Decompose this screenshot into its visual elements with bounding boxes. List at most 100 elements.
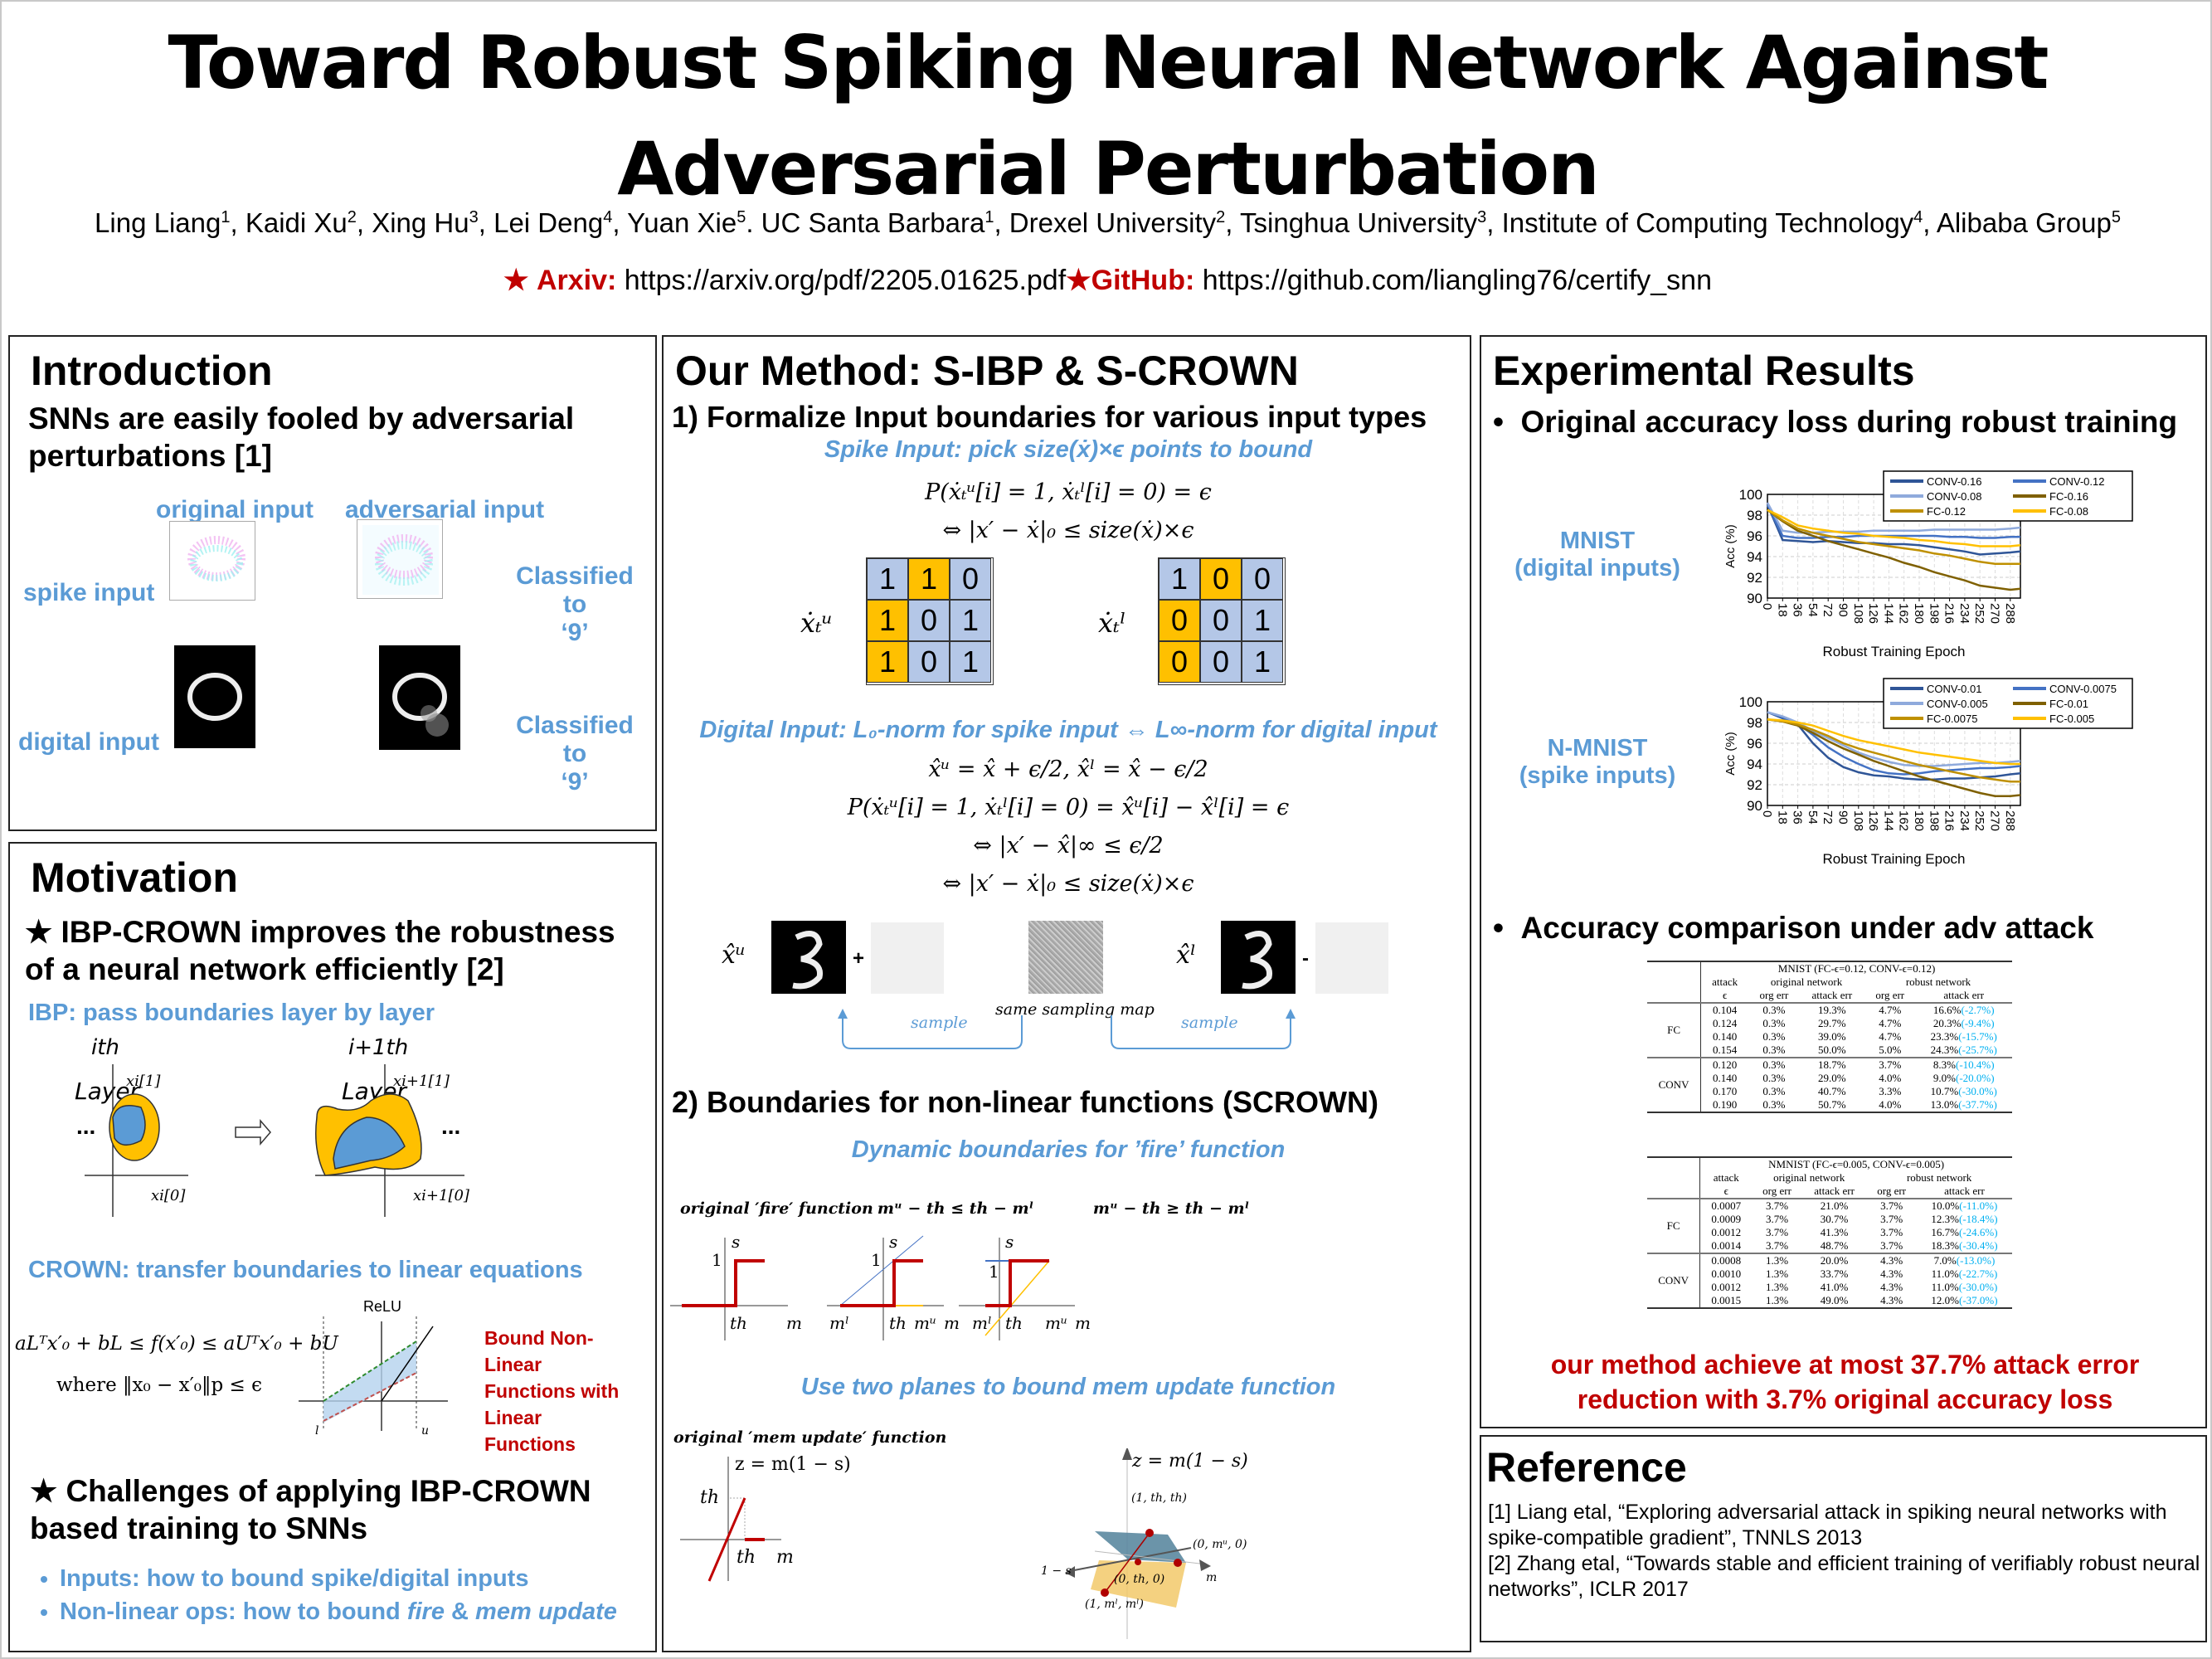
author-sup: 1 — [221, 208, 231, 226]
table-cell: 0.170 — [1713, 1085, 1738, 1097]
legend-label: CONV-0.12 — [2049, 475, 2104, 488]
links-line: ★ Arxiv: https://arxiv.org/pdf/2205.0162… — [2, 264, 2212, 297]
classified-text: Classified to — [516, 562, 634, 618]
title-line-1: Toward Robust Spiking Neural Network Aga… — [168, 20, 2049, 105]
x-axis-label: Robust Training Epoch — [1823, 644, 1966, 659]
table-cell: 16.6%(-2.7%) — [1915, 1002, 2012, 1017]
results-bullet-1-text: Original accuracy loss during robust tra… — [1520, 405, 2178, 439]
challenge-item: Inputs: how to bound spike/digital input… — [60, 1562, 617, 1595]
table-cell: 0.0007 — [1699, 1198, 1753, 1213]
reduction-value: (-37.0%) — [1959, 1294, 1998, 1306]
same-map-label: same sampling map — [995, 1000, 1155, 1019]
motivation-point-1: ★ IBP-CROWN improves the robustness of a… — [25, 915, 615, 986]
svg-text:th: th — [737, 1547, 756, 1568]
challenge-fire: fire — [406, 1598, 445, 1625]
y-tick-label: 98 — [1747, 508, 1762, 523]
table-cell: 11.0%(-22.7%) — [1931, 1267, 1998, 1280]
reduction-value: (-9.4%) — [1961, 1017, 1995, 1029]
affiliation-name: Tsinghua University — [1240, 207, 1478, 238]
table-cell: 0.3% — [1762, 1098, 1786, 1111]
reference-panel: Reference [1] Liang etal, “Exploring adv… — [1480, 1435, 2207, 1642]
grid-cell: 1 — [867, 558, 908, 600]
table-cell: 12.3%(-18.4%) — [1931, 1213, 1998, 1225]
conclusion-line-2: reduction with 3.7% original accuracy lo… — [1577, 1384, 2113, 1414]
svg-text:(0, mᵘ, 0): (0, mᵘ, 0) — [1193, 1538, 1247, 1551]
table-cell: ϵ — [1722, 989, 1728, 1001]
legend-label: FC-0.12 — [1927, 505, 1966, 518]
reference-heading: Reference — [1486, 1444, 1687, 1491]
fire-title-1: original ′fire′ function — [680, 1199, 873, 1218]
y-tick-label: 90 — [1747, 591, 1762, 606]
table-cell: 4.3% — [1880, 1267, 1903, 1280]
challenge-text: Inputs: how to bound spike/digital input… — [60, 1565, 529, 1592]
results-panel: Experimental Results • Original accuracy… — [1480, 335, 2207, 1428]
table-cell: 3.7% — [1880, 1239, 1903, 1252]
grid-cell: 0 — [1242, 558, 1283, 600]
ibp-label: IBP: pass boundaries layer by layer — [28, 1000, 435, 1026]
table-header: original network — [1773, 1171, 1845, 1184]
x-tick-label: 108 — [1851, 810, 1865, 831]
grid-cell: 1 — [867, 600, 908, 641]
layer-i-label: ith — [91, 1035, 119, 1060]
minus-sign: - — [1302, 947, 1309, 970]
challenge-item: Non-linear ops: how to bound fire & mem … — [60, 1595, 617, 1628]
mem-plot-planes: z = m(1 − s) (1, th, th) (0, mᵘ, 0) (0, … — [1041, 1448, 1248, 1639]
table-cell: org err — [1759, 989, 1789, 1001]
y-tick-label: 94 — [1747, 549, 1762, 565]
spike-eq-1: P(ẋₜᵘ[i] = 1, ẋₜˡ[i] = 0) = ϵ — [925, 479, 1212, 505]
x-tick-label: 0 — [1760, 810, 1774, 817]
sample-label-left: sample — [911, 1014, 968, 1032]
svg-text:th: th — [730, 1313, 747, 1333]
table-cell: 41.3% — [1820, 1226, 1849, 1238]
ellipsis: ... — [441, 1113, 460, 1139]
table-cell: 4.7% — [1879, 1030, 1902, 1043]
x-tick-label: 216 — [1942, 810, 1957, 831]
table-cell: org err — [1875, 989, 1905, 1001]
table-cell: 0.0015 — [1711, 1294, 1742, 1306]
spike-original-scatter — [187, 536, 246, 581]
table-cell: 4.7% — [1879, 1017, 1902, 1029]
table-cell: attack err — [1814, 1185, 1855, 1197]
x-tick-label: 216 — [1942, 603, 1957, 624]
affiliation-sup: 3 — [1477, 208, 1487, 226]
legend-label: CONV-0.01 — [1927, 683, 1981, 695]
sample-label-right: sample — [1181, 1014, 1238, 1032]
table-cell: org err — [1877, 1185, 1907, 1197]
digit-3-lower — [1221, 921, 1296, 994]
mem-subheading: Use two planes to bound mem update funct… — [800, 1374, 1336, 1400]
arxiv-link[interactable]: https://arxiv.org/pdf/2205.01625.pdf — [624, 265, 1067, 296]
classified-text: Classified to — [516, 712, 634, 767]
legend-label: CONV-0.0075 — [2049, 683, 2117, 695]
table-cell: 21.0% — [1801, 1198, 1867, 1213]
x-tick-label: 72 — [1821, 810, 1835, 825]
series-line-fc-0.005 — [1767, 718, 2020, 766]
table-cell: 0.190 — [1713, 1098, 1738, 1111]
legend-label: FC-0.01 — [2049, 698, 2088, 710]
table-cell: 3.7% — [1766, 1213, 1789, 1225]
star-icon: ★ — [503, 265, 529, 296]
table-cell: 30.7% — [1820, 1213, 1849, 1225]
axis-xi1: xi[1] — [126, 1073, 161, 1090]
table-cell: org err — [1762, 1185, 1791, 1197]
digital-eq-2: P(ẋₜᵘ[i] = 1, ẋₜˡ[i] = 0) = x̂ᵘ[i] − x̂ˡ… — [847, 795, 1290, 820]
method-step-1: 1) Formalize Input boundaries for variou… — [672, 400, 1427, 434]
grid-lower-label: ẋₜˡ — [1098, 607, 1126, 639]
github-link[interactable]: https://github.com/liangling76/certify_s… — [1202, 265, 1712, 296]
table-group-label: CONV — [1647, 1253, 1701, 1308]
y-tick-label: 100 — [1739, 487, 1762, 503]
table-cell: 19.3% — [1799, 1002, 1864, 1017]
x-tick-label: 180 — [1912, 603, 1926, 624]
svg-text:z = m(1 − s): z = m(1 − s) — [1131, 1451, 1248, 1472]
poster-title: Toward Robust Spiking Neural Network Aga… — [2, 10, 2212, 222]
results-bullet-1: • Original accuracy loss during robust t… — [1493, 405, 2178, 439]
y-tick-label: 90 — [1747, 798, 1762, 814]
